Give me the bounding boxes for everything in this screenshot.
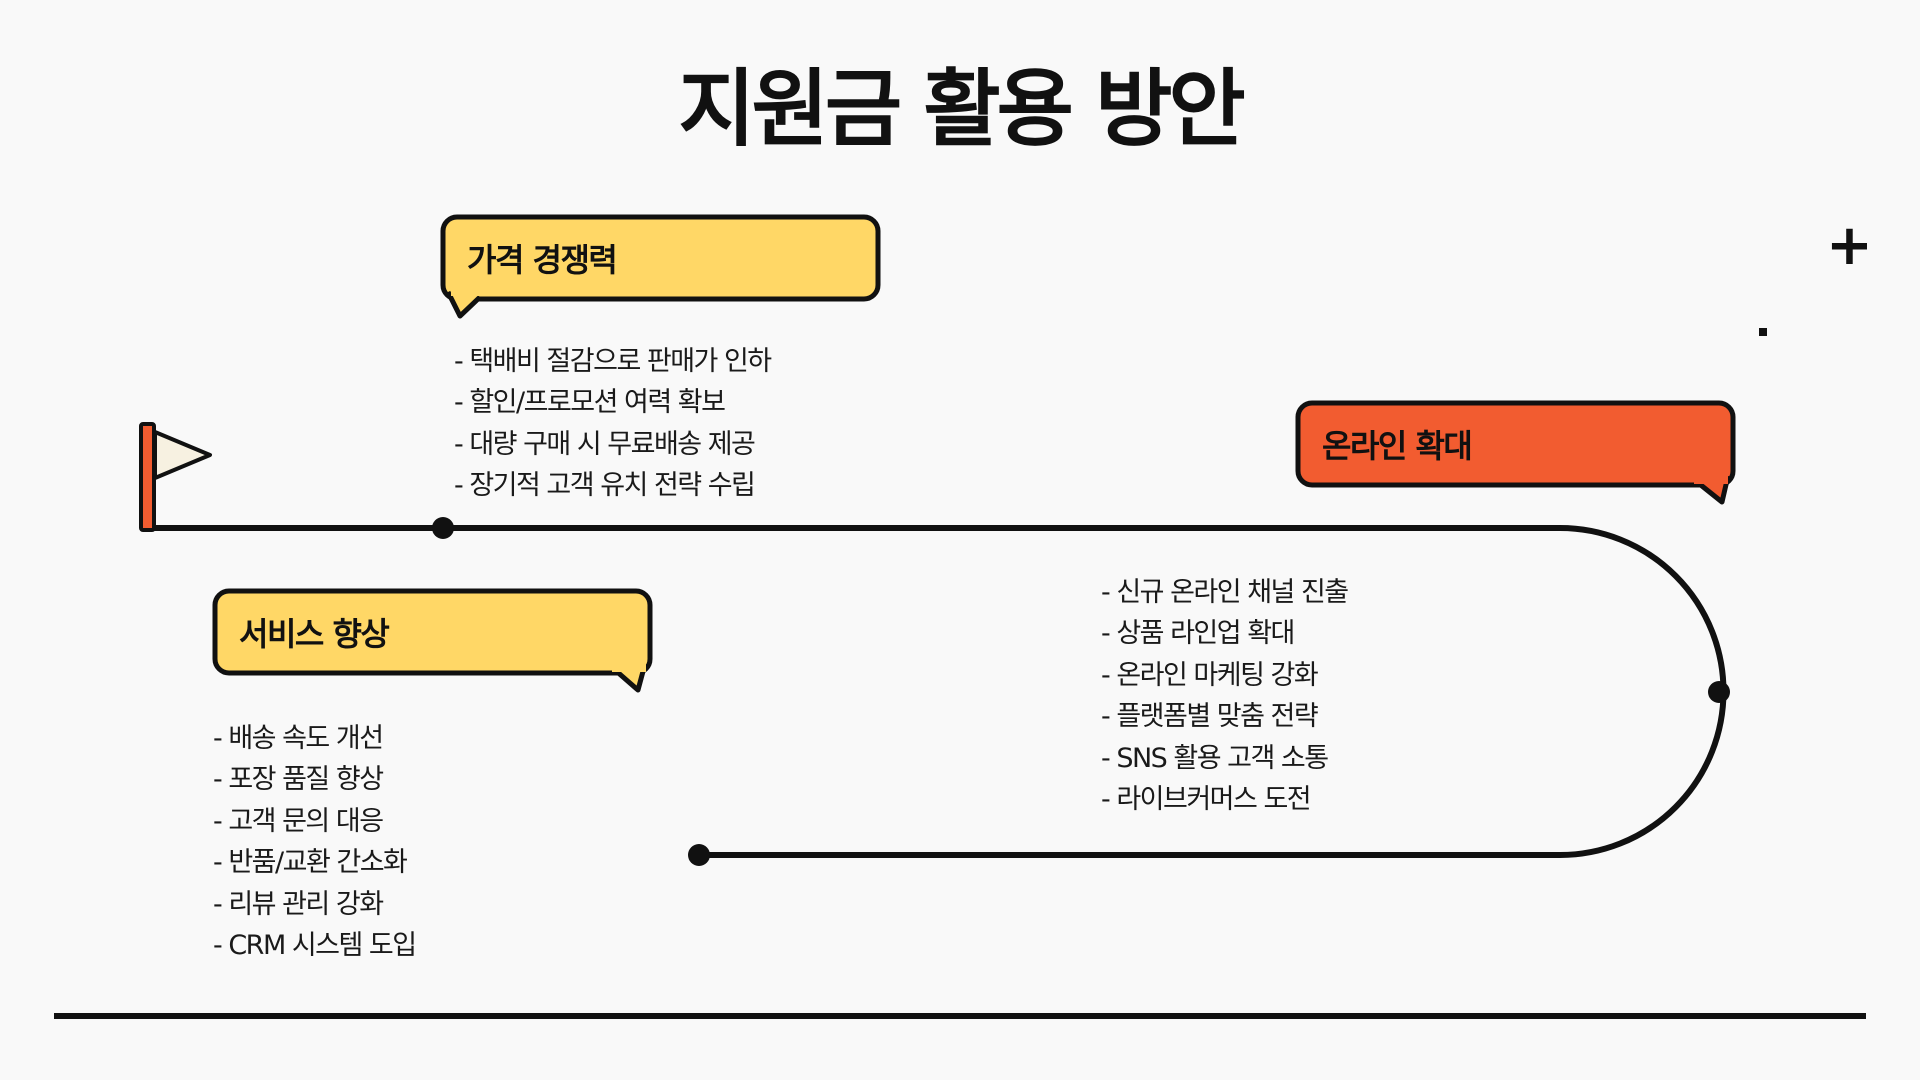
roadmap-node-3 xyxy=(688,844,710,866)
bottom-divider xyxy=(54,1013,1866,1019)
start-flag-icon xyxy=(139,422,212,532)
list-item: - 상품 라인업 확대 xyxy=(1101,618,1295,650)
list-item: - 포장 품질 향상 xyxy=(213,764,384,796)
roadmap-node-2 xyxy=(1708,681,1730,703)
plus-icon: + xyxy=(1826,213,1873,278)
list-item: - 신규 온라인 채널 진출 xyxy=(1101,577,1349,608)
bubble-heading-service: 서비스 향상 xyxy=(239,615,390,653)
list-item: - CRM 시스템 도입 xyxy=(213,929,417,961)
list-item: - 리뷰 관리 강화 xyxy=(213,888,384,920)
price-list: - 택배비 절감으로 판매가 인하 - 할인/프로모션 여력 확보 - 대량 구… xyxy=(454,341,772,507)
bubble-heading-online: 온라인 확대 xyxy=(1322,427,1473,465)
bubble-shape-service xyxy=(212,588,653,693)
list-item: - 반품/교환 간소화 xyxy=(213,847,408,879)
list-item: - 라이브커머스 도전 xyxy=(1101,783,1312,815)
online-list: - 신규 온라인 채널 진출 - 상품 라인업 확대 - 온라인 마케팅 강화 … xyxy=(1101,572,1349,820)
list-item: - 할인/프로모션 여력 확보 xyxy=(454,387,726,419)
bubble-shape-online xyxy=(1295,400,1736,505)
list-item: - 고객 문의 대응 xyxy=(213,805,384,837)
page-title: 지원금 활용 방안 xyxy=(678,60,1245,158)
list-item: - 배송 속도 개선 xyxy=(213,723,384,754)
list-item: - 택배비 절감으로 판매가 인하 xyxy=(454,346,772,377)
roadmap-node-1 xyxy=(432,517,454,539)
service-list: - 배송 속도 개선 - 포장 품질 향상 - 고객 문의 대응 - 반품/교환… xyxy=(213,718,417,966)
bubble-shape-price xyxy=(440,214,881,319)
list-item: - 장기적 고객 유치 전략 수립 xyxy=(454,470,756,502)
list-item: - 플랫폼별 맞춤 전략 xyxy=(1101,701,1319,733)
list-item: - 대량 구매 시 무료배송 제공 xyxy=(454,428,756,460)
bubble-heading-price: 가격 경쟁력 xyxy=(467,241,618,279)
decor-dot xyxy=(1759,328,1767,336)
list-item: - SNS 활용 고객 소통 xyxy=(1101,742,1329,774)
list-item: - 온라인 마케팅 강화 xyxy=(1101,659,1319,691)
